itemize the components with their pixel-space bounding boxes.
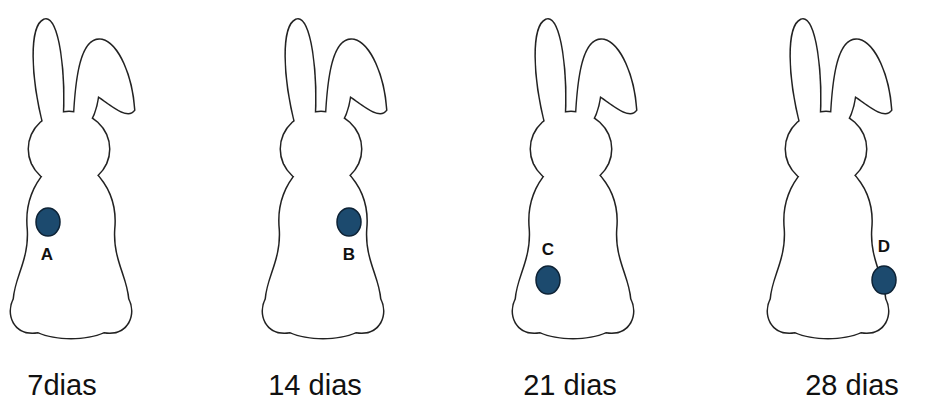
marker-dot <box>337 208 361 236</box>
point-letter: D <box>878 238 890 255</box>
day-caption: 21 dias <box>523 371 617 400</box>
marker-dot <box>536 266 560 294</box>
day-caption: 7dias <box>27 371 96 400</box>
marker-dot <box>872 266 896 294</box>
point-letter: A <box>41 246 53 263</box>
point-letter: B <box>343 246 355 263</box>
point-letter: C <box>542 241 554 258</box>
marker-dot <box>36 208 60 236</box>
day-caption: 28 dias <box>805 371 899 400</box>
rabbit-outline <box>263 20 386 338</box>
day-caption: 14 dias <box>268 371 362 400</box>
rabbit-outline <box>513 20 636 338</box>
rabbit-outline <box>11 20 134 338</box>
rabbit-outline <box>768 20 891 338</box>
